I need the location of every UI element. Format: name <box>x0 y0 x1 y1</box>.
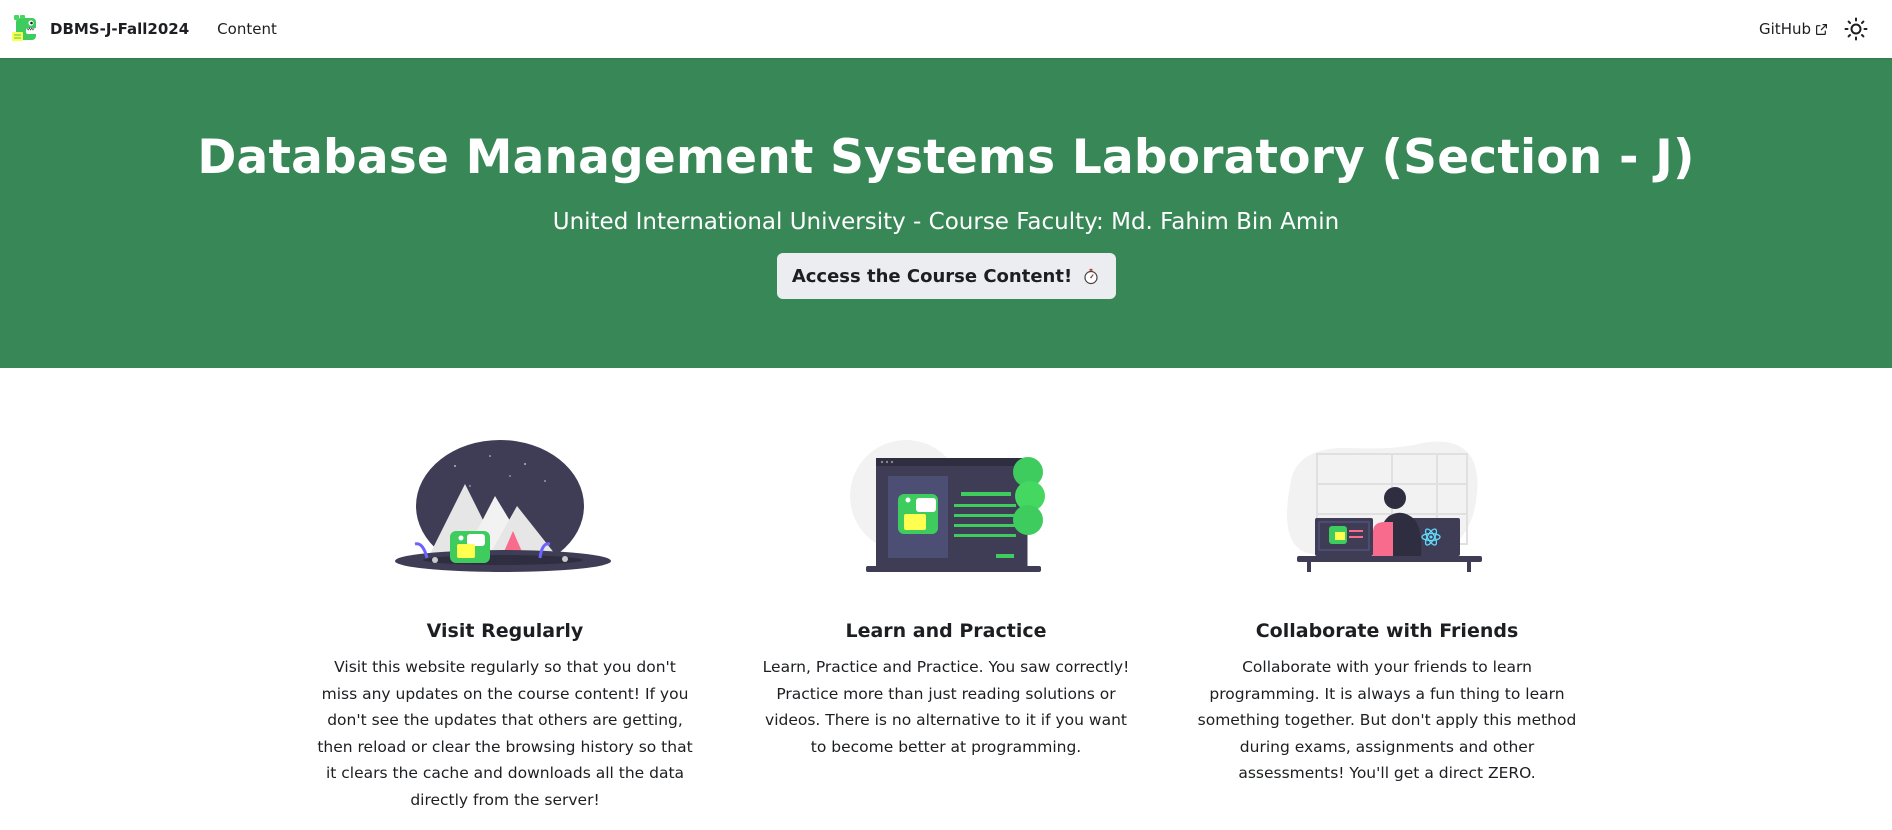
monitor-dino-illustration <box>850 440 1045 572</box>
feature-text: Learn, Practice and Practice. You saw co… <box>762 658 1130 756</box>
feature-card-visit-regularly: Visit Regularly Visit this website regul… <box>285 436 726 813</box>
mountain-dino-illustration <box>395 440 611 572</box>
access-content-button-label: Access the Course Content! <box>791 265 1073 287</box>
access-content-button[interactable]: Access the Course Content! <box>776 253 1116 299</box>
hero-subtitle: United International University - Course… <box>552 209 1340 235</box>
brand-link[interactable]: DBMS-J-Fall2024 <box>12 14 189 44</box>
navbar-left: DBMS-J-Fall2024 Content <box>12 14 277 44</box>
hero-title: Database Management Systems Laboratory (… <box>197 130 1695 185</box>
feature-text: Visit this website regularly so that you… <box>317 658 693 809</box>
hero-banner: Database Management Systems Laboratory (… <box>0 58 1892 368</box>
brand-title: DBMS-J-Fall2024 <box>50 20 190 38</box>
navbar: DBMS-J-Fall2024 Content GitHub <box>0 0 1892 58</box>
feature-text: Collaborate with your friends to learn p… <box>1197 658 1577 782</box>
external-link-icon <box>1816 23 1827 35</box>
feature-card-learn-and-practice: Learn and Practice Learn, Practice and P… <box>726 436 1167 813</box>
features-section: Visit Regularly Visit this website regul… <box>0 368 1892 813</box>
desk-collaboration-illustration <box>1287 441 1482 572</box>
stopwatch-icon <box>1084 268 1098 285</box>
sun-icon <box>1844 17 1868 41</box>
navbar-right: GitHub <box>1759 15 1880 43</box>
theme-toggle-button[interactable] <box>1842 15 1870 43</box>
feature-title: Learn and Practice <box>845 620 1047 642</box>
dino-logo-icon <box>12 15 38 41</box>
feature-title: Collaborate with Friends <box>1255 620 1519 642</box>
github-link-label: GitHub <box>1759 20 1811 38</box>
nav-link-content[interactable]: Content <box>217 20 277 38</box>
github-link[interactable]: GitHub <box>1759 20 1828 38</box>
feature-card-collaborate: Collaborate with Friends Collaborate wit… <box>1167 436 1608 813</box>
feature-title: Visit Regularly <box>426 620 584 642</box>
